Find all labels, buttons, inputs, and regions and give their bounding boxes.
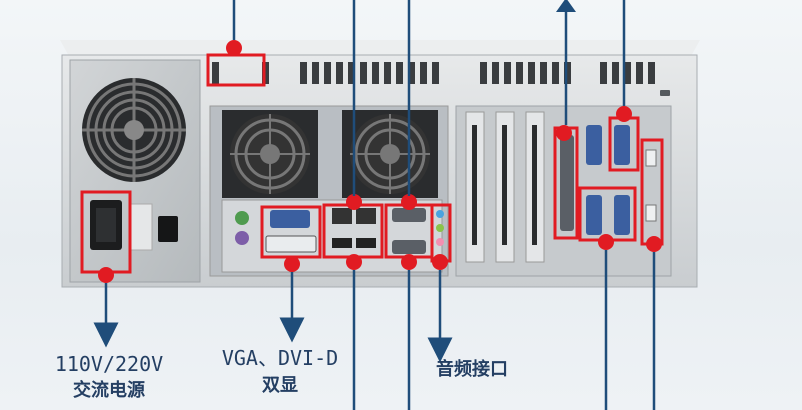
callout-dots <box>98 40 662 283</box>
power-caption-line2: 交流电源 <box>73 380 145 401</box>
front-usb-port <box>645 149 657 167</box>
usb-port <box>332 238 352 248</box>
display-caption: VGA、DVI-D 双显 <box>205 342 355 397</box>
lan-port <box>332 208 352 224</box>
power-switch <box>158 216 178 242</box>
dvi-port <box>265 235 317 253</box>
mainboard-area <box>209 105 449 277</box>
chassis-fan-left-icon <box>222 110 318 198</box>
leader-lines <box>93 0 656 410</box>
chassis-fan-right-icon <box>342 110 438 198</box>
audio-caption: 音频接口 <box>412 355 532 381</box>
up-arrow-icon <box>556 0 576 12</box>
power-supply <box>69 59 201 283</box>
audio-caption-line1: 音频接口 <box>436 359 508 380</box>
display-caption-line2: 双显 <box>262 375 298 396</box>
audio-jack-icon <box>436 210 444 218</box>
ps2-port-icon <box>235 211 249 225</box>
power-caption: 110V/220V 交流电源 <box>44 352 174 402</box>
psu-fan-icon <box>82 78 186 182</box>
power-caption-line1: 110V/220V <box>54 352 164 376</box>
com-port <box>392 208 426 222</box>
display-caption-line1: VGA、DVI-D <box>221 346 339 370</box>
vga-port <box>270 210 310 228</box>
com-card-port <box>586 125 602 165</box>
lpt-port <box>560 135 574 231</box>
